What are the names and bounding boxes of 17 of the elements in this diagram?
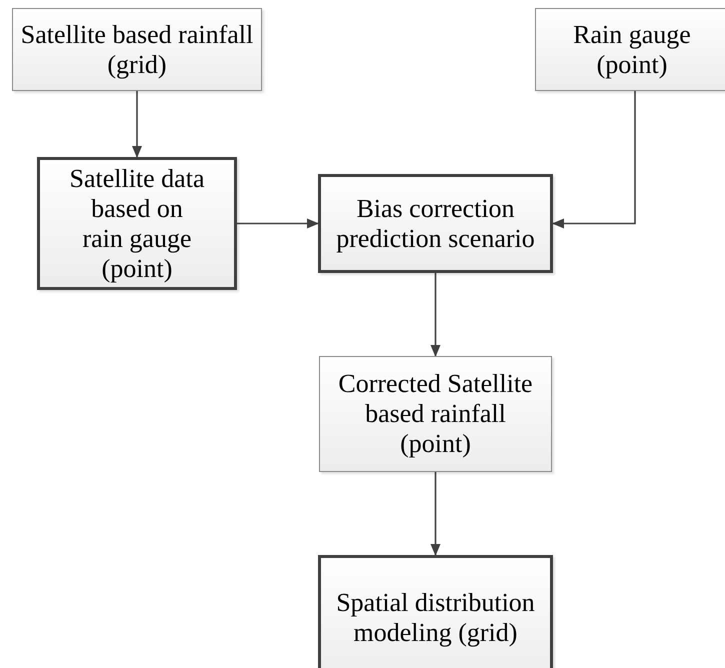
box-label: Corrected Satellite based rainfall (point) <box>337 369 534 459</box>
process-box <box>12 8 262 91</box>
arrow <box>552 91 636 228</box>
arrow <box>132 91 142 158</box>
process-box <box>37 157 237 290</box>
process-box <box>318 174 553 273</box>
box-label: Satellite data based on rain gauge (point) <box>68 164 206 284</box>
box-label: Satellite based rainfall (grid) <box>20 20 254 80</box>
arrow <box>430 472 440 556</box>
box-label: Spatial distribution modeling (grid) <box>335 588 536 648</box>
arrow <box>237 218 319 228</box>
arrow <box>430 273 440 357</box>
box-label: Bias correction prediction scenario <box>335 194 536 254</box>
process-box <box>319 356 552 472</box>
process-box <box>535 8 725 91</box>
box-label: Rain gauge (point) <box>572 20 692 80</box>
process-box <box>318 555 553 668</box>
